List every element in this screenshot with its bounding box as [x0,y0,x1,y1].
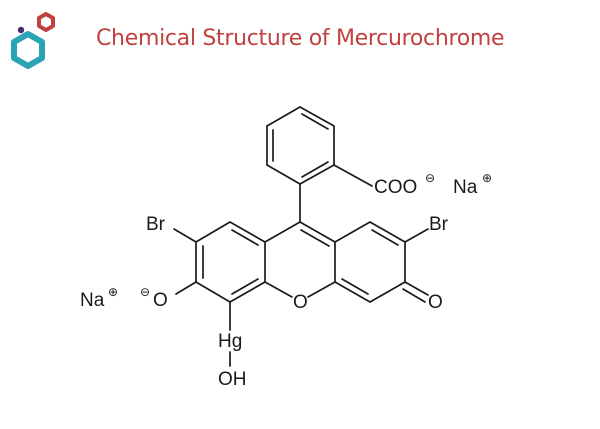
mercury-label: Hg [218,331,242,352]
hydroxyl-label: OH [218,369,247,390]
benzoate-ring [266,106,373,223]
bridge-oxygen-label: O [293,292,308,313]
bromine-left-label: Br [146,214,166,235]
phenoxide-oxygen-label: O [153,290,168,311]
sodium-top-label: Na [453,177,478,198]
xanthene-core [173,221,429,367]
carboxylate-charge: ⊖ [425,171,435,185]
header: Chemical Structure of Mercurochrome [0,0,600,80]
sodium-left-label: Na [80,290,105,311]
ketone-oxygen-label: O [428,292,443,313]
carboxylate-label: COO [374,177,417,198]
phenoxide-charge: ⊖ [140,285,150,299]
bromine-right-label: Br [429,214,449,235]
sodium-left-charge: ⊕ [108,285,118,299]
hexagon-molecule-logo-icon [11,12,55,69]
sodium-top-charge: ⊕ [482,171,492,185]
page-title: Chemical Structure of Mercurochrome [96,26,505,51]
